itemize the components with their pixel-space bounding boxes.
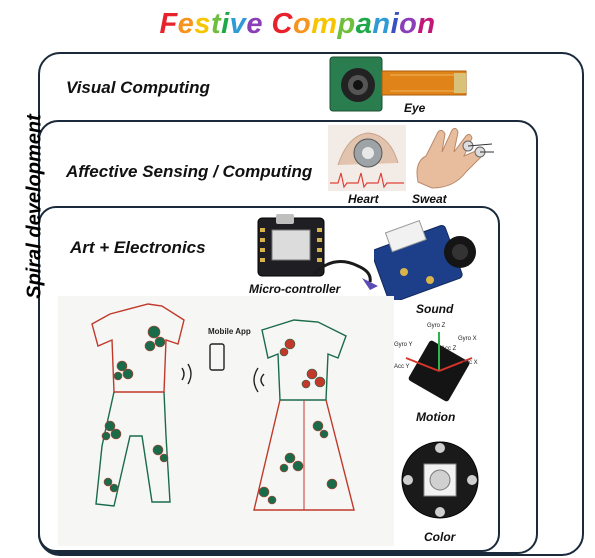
- title-letter: s: [194, 8, 211, 40]
- title-letter: p: [337, 8, 356, 40]
- axis-acc-z: Acc Z: [441, 346, 457, 352]
- title-letter: F: [159, 8, 178, 40]
- caption-color: Color: [424, 530, 456, 544]
- title-letter: i: [390, 8, 400, 40]
- title-letter: [263, 8, 272, 41]
- caption-sweat: Sweat: [412, 192, 447, 206]
- diagram-title: Festive Companion: [0, 8, 595, 41]
- mobile-app-label: Mobile App: [208, 327, 251, 336]
- layer-label-affective: Affective Sensing / Computing: [66, 162, 313, 181]
- caption-heart: Heart: [348, 192, 379, 206]
- axis-acc-x: Acc X: [462, 360, 478, 366]
- costume-sketch-image: Mobile App: [58, 296, 394, 546]
- sketch-outfit-right: [253, 319, 355, 511]
- title-letter: e: [246, 8, 263, 40]
- layer-label-art: Art + Electronics: [70, 238, 206, 257]
- title-letter: a: [355, 8, 373, 40]
- title-letter: t: [210, 8, 222, 40]
- caption-motion: Motion: [416, 410, 456, 424]
- microcontroller-image: [257, 214, 378, 290]
- sweat-sensor-image: [416, 127, 494, 189]
- camera-module-image: [329, 56, 467, 112]
- axis-gyro-x: Gyro X: [458, 336, 477, 342]
- title-letter: o: [292, 8, 312, 40]
- axis-acc-y: Acc Y: [394, 364, 410, 370]
- heart-sensor-image: [328, 125, 406, 191]
- title-letter: v: [229, 8, 247, 40]
- caption-sound: Sound: [416, 302, 454, 316]
- title-letter: o: [399, 8, 418, 40]
- axis-gyro-y: Gyro Y: [394, 342, 413, 348]
- title-letter: n: [417, 8, 436, 40]
- motion-sensor-image: Gyro Z Gyro X Gyro Y Acc Z Acc X Acc Y: [394, 323, 478, 402]
- sketch-mobile-app: Mobile App: [181, 327, 265, 393]
- title-letter: m: [311, 8, 338, 40]
- axis-gyro-z: Gyro Z: [427, 323, 446, 329]
- sound-sensor-image: [374, 219, 476, 300]
- caption-microcontroller: Micro-controller: [249, 282, 341, 296]
- title-letter: e: [177, 8, 195, 40]
- title-letter: n: [372, 8, 391, 40]
- caption-eye: Eye: [404, 101, 426, 115]
- layer-label-visual: Visual Computing: [66, 78, 210, 97]
- title-letter: C: [271, 8, 293, 40]
- spiral-development-label: Spiral development: [23, 114, 46, 299]
- sketch-outfit-left: [91, 303, 185, 507]
- title-letter: i: [221, 8, 230, 40]
- color-led-image: [401, 441, 479, 519]
